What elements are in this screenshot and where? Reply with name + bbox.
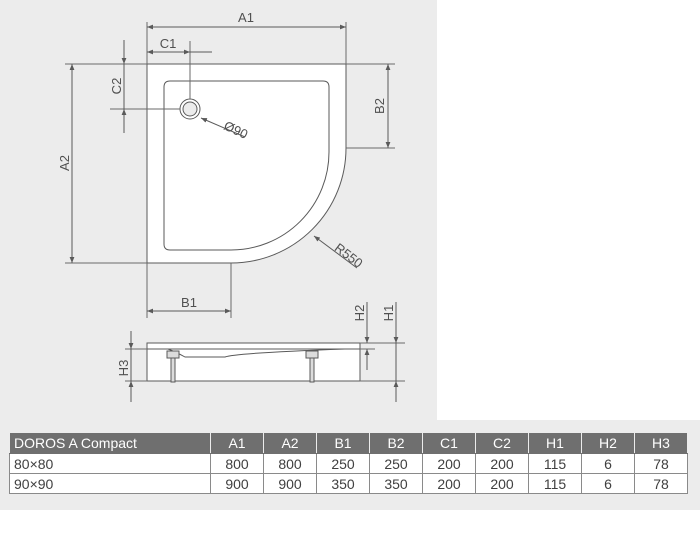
leg-left-cap	[166, 350, 180, 359]
table-header-row: DOROS A Compact A1 A2 B1 B2 C1 C2 H1 H2 …	[9, 432, 688, 454]
tray-inner-outline	[163, 80, 330, 251]
cell-c2: 200	[475, 453, 529, 474]
side-view-rim	[146, 342, 361, 350]
cell-c2: 200	[475, 473, 529, 494]
dimensions-table: DOROS A Compact A1 A2 B1 B2 C1 C2 H1 H2 …	[9, 432, 688, 494]
cell-a2: 800	[263, 453, 317, 474]
cell-h2: 6	[581, 453, 635, 474]
header-a2: A2	[263, 432, 317, 454]
cell-size: 80×80	[9, 453, 211, 474]
tray-side-view	[125, 302, 405, 402]
label-a1: A1	[238, 10, 254, 25]
header-h1: H1	[528, 432, 582, 454]
header-model: DOROS A Compact	[9, 432, 211, 454]
cell-h2: 6	[581, 473, 635, 494]
cell-b2: 350	[369, 473, 423, 494]
label-b1: B1	[181, 295, 197, 310]
shower-tray-drawing: A1 C1 C2 A2 B2 Ø90 R550 B1 H3 H2 H1	[57, 10, 405, 402]
cell-b2: 250	[369, 453, 423, 474]
leg-right	[309, 357, 315, 383]
cell-h1: 115	[528, 453, 582, 474]
cell-c1: 200	[422, 453, 476, 474]
header-b2: B2	[369, 432, 423, 454]
label-h3: H3	[116, 360, 131, 377]
label-h1: H1	[381, 305, 396, 322]
header-a1: A1	[210, 432, 264, 454]
header-h3: H3	[634, 432, 688, 454]
label-c1: C1	[160, 36, 177, 51]
cell-b1: 350	[316, 473, 370, 494]
cell-a1: 900	[210, 473, 264, 494]
cell-h1: 115	[528, 473, 582, 494]
technical-drawing-panel: A1 C1 C2 A2 B2 Ø90 R550 B1 H3 H2 H1	[0, 0, 437, 420]
cell-size: 90×90	[9, 473, 211, 494]
label-h2: H2	[352, 305, 367, 322]
leg-right-cap	[305, 350, 319, 359]
table-row: 80×80 800 800 250 250 200 200 115 6 78	[9, 453, 688, 474]
cell-c1: 200	[422, 473, 476, 494]
table-row: 90×90 900 900 350 350 200 200 115 6 78	[9, 473, 688, 494]
cell-h3: 78	[634, 453, 688, 474]
label-b2: B2	[372, 98, 387, 114]
cell-h3: 78	[634, 473, 688, 494]
cell-a2: 900	[263, 473, 317, 494]
cell-b1: 250	[316, 453, 370, 474]
tray-plan-view	[146, 63, 347, 264]
header-h2: H2	[581, 432, 635, 454]
drain-leader	[200, 117, 246, 138]
label-radius: R550	[332, 240, 366, 271]
side-view-body	[146, 348, 361, 382]
radius-leader	[313, 235, 358, 269]
label-c2: C2	[109, 78, 124, 95]
cell-a1: 800	[210, 453, 264, 474]
header-c1: C1	[422, 432, 476, 454]
leg-left	[170, 357, 176, 383]
drain-inner	[182, 101, 198, 117]
dimension-lines	[69, 24, 391, 314]
header-b1: B1	[316, 432, 370, 454]
header-c2: C2	[475, 432, 529, 454]
label-a2: A2	[57, 155, 72, 171]
extension-lines	[65, 22, 395, 318]
